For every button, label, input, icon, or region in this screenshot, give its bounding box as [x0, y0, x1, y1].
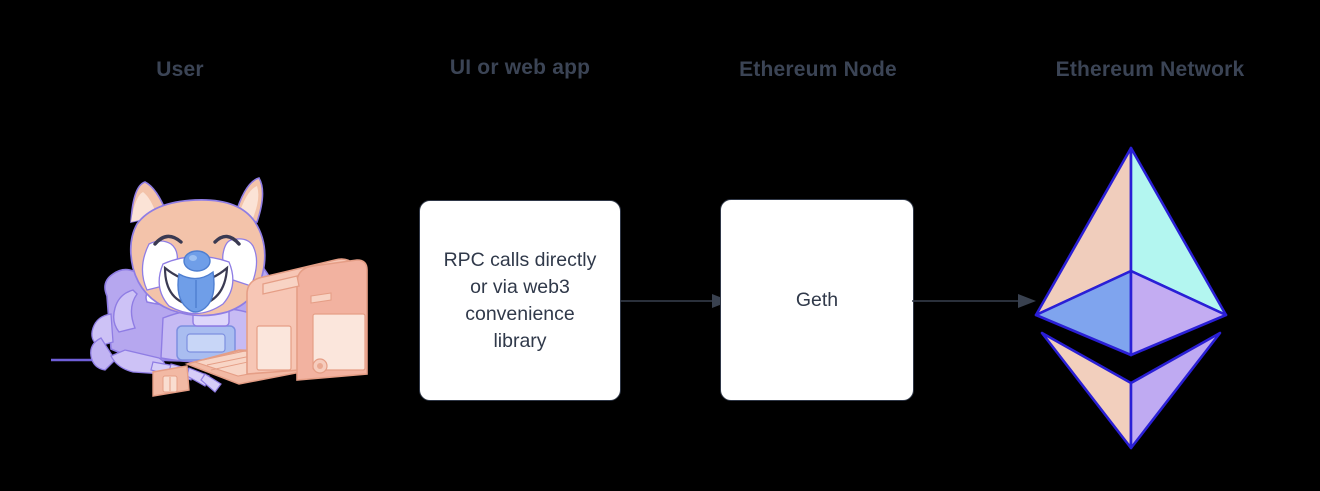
- shiba-inu-at-computer-icon: [45, 168, 370, 410]
- column-header-ethereum-node: Ethereum Node: [739, 58, 897, 81]
- process-box-geth[interactable]: Geth: [720, 199, 914, 401]
- process-box-rpc[interactable]: RPC calls directly or via web3 convenien…: [419, 200, 621, 401]
- column-header-user: User: [156, 58, 204, 81]
- arrow-right-icon-rpc-to-geth: [620, 290, 730, 312]
- column-header-ethereum-network: Ethereum Network: [1055, 58, 1245, 81]
- ethereum-diamond-icon: [1032, 143, 1230, 453]
- process-box-rpc-label: RPC calls directly or via web3 convenien…: [443, 248, 597, 352]
- process-box-geth-label: Geth: [795, 288, 839, 311]
- arrow-right-icon-geth-to-network: [912, 290, 1036, 312]
- column-header-ui-or-web-app: UI or web app: [449, 56, 591, 79]
